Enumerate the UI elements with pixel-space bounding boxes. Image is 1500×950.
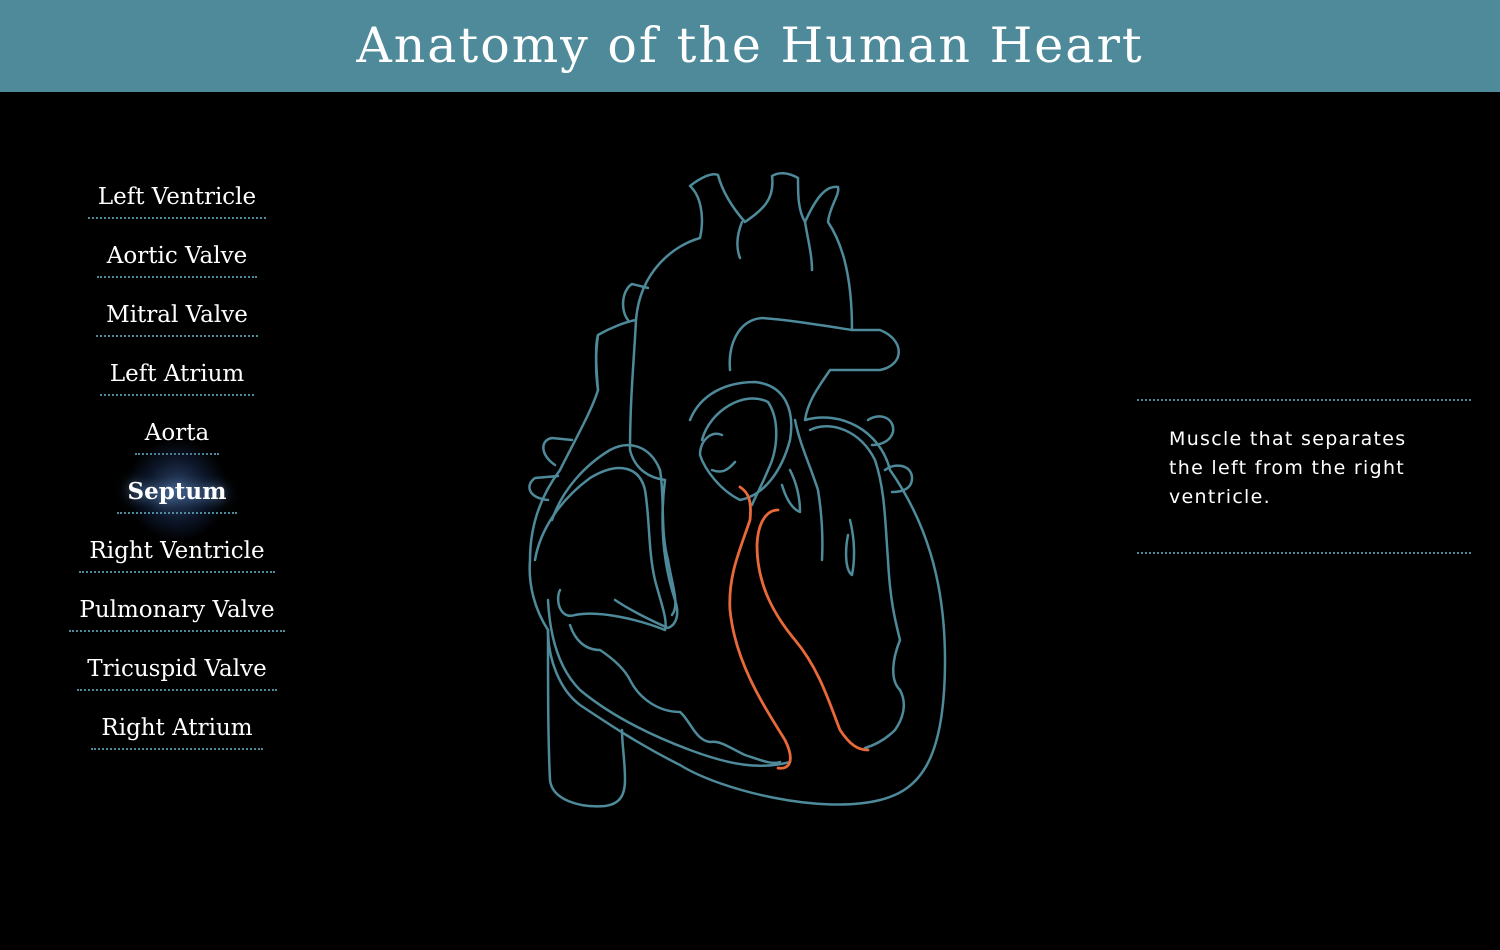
heart-diagram bbox=[528, 172, 947, 808]
page-title: Anatomy of the Human Heart bbox=[356, 17, 1144, 74]
part-item-pulmonary-valve[interactable]: Pulmonary Valve bbox=[52, 593, 302, 652]
part-item-aorta[interactable]: Aorta bbox=[52, 416, 302, 475]
left-ventricle-inner-ridge bbox=[780, 468, 802, 514]
pulmonary-vein-stub-left bbox=[621, 282, 650, 322]
part-item-aortic-valve[interactable]: Aortic Valve bbox=[52, 239, 302, 298]
part-item-tricuspid-valve[interactable]: Tricuspid Valve bbox=[52, 652, 302, 711]
header-bar: Anatomy of the Human Heart bbox=[0, 0, 1500, 92]
superior-vena-cava bbox=[594, 318, 667, 482]
part-item-right-atrium[interactable]: Right Atrium bbox=[52, 711, 302, 770]
part-item-right-ventricle[interactable]: Right Ventricle bbox=[52, 534, 302, 593]
right-ventricle-wall bbox=[546, 598, 792, 767]
part-label: Right Ventricle bbox=[79, 534, 275, 573]
septum-left-line bbox=[728, 485, 792, 770]
part-label: Pulmonary Valve bbox=[69, 593, 285, 632]
aortic-valve-cusps bbox=[793, 418, 856, 577]
part-label: Right Atrium bbox=[91, 711, 263, 750]
info-panel: Muscle that separates the left from the … bbox=[1137, 399, 1471, 554]
aortic-arch bbox=[728, 220, 854, 372]
part-description: Muscle that separates the left from the … bbox=[1169, 428, 1407, 508]
part-item-left-atrium[interactable]: Left Atrium bbox=[52, 357, 302, 416]
left-ventricle-wall bbox=[808, 425, 906, 750]
part-item-septum[interactable]: Septum bbox=[52, 440, 302, 540]
part-label: Tricuspid Valve bbox=[77, 652, 277, 691]
part-item-mitral-valve[interactable]: Mitral Valve bbox=[52, 298, 302, 357]
heart-outer-wall bbox=[528, 172, 947, 806]
part-label: Aortic Valve bbox=[96, 239, 258, 278]
pulmonary-trunk bbox=[613, 478, 679, 630]
part-item-left-ventricle[interactable]: Left Ventricle bbox=[52, 180, 302, 239]
part-label: Left Ventricle bbox=[87, 180, 267, 219]
part-label: Aorta bbox=[134, 416, 220, 455]
inferior-vena-cava bbox=[546, 628, 627, 808]
part-label: Left Atrium bbox=[99, 357, 255, 396]
pulmonary-artery-stub-right bbox=[866, 415, 914, 494]
right-atrium-chamber bbox=[550, 443, 677, 617]
mitral-valve-leaflets bbox=[700, 397, 778, 507]
part-label: Mitral Valve bbox=[96, 298, 258, 337]
part-label: Septum bbox=[117, 475, 237, 514]
tricuspid-valve bbox=[568, 623, 782, 765]
right-atrium-inner-wall bbox=[533, 466, 667, 632]
pulmonary-vein-stub-lower bbox=[528, 436, 574, 502]
septum-right-line bbox=[755, 508, 870, 752]
left-atrium-chamber bbox=[688, 380, 793, 502]
